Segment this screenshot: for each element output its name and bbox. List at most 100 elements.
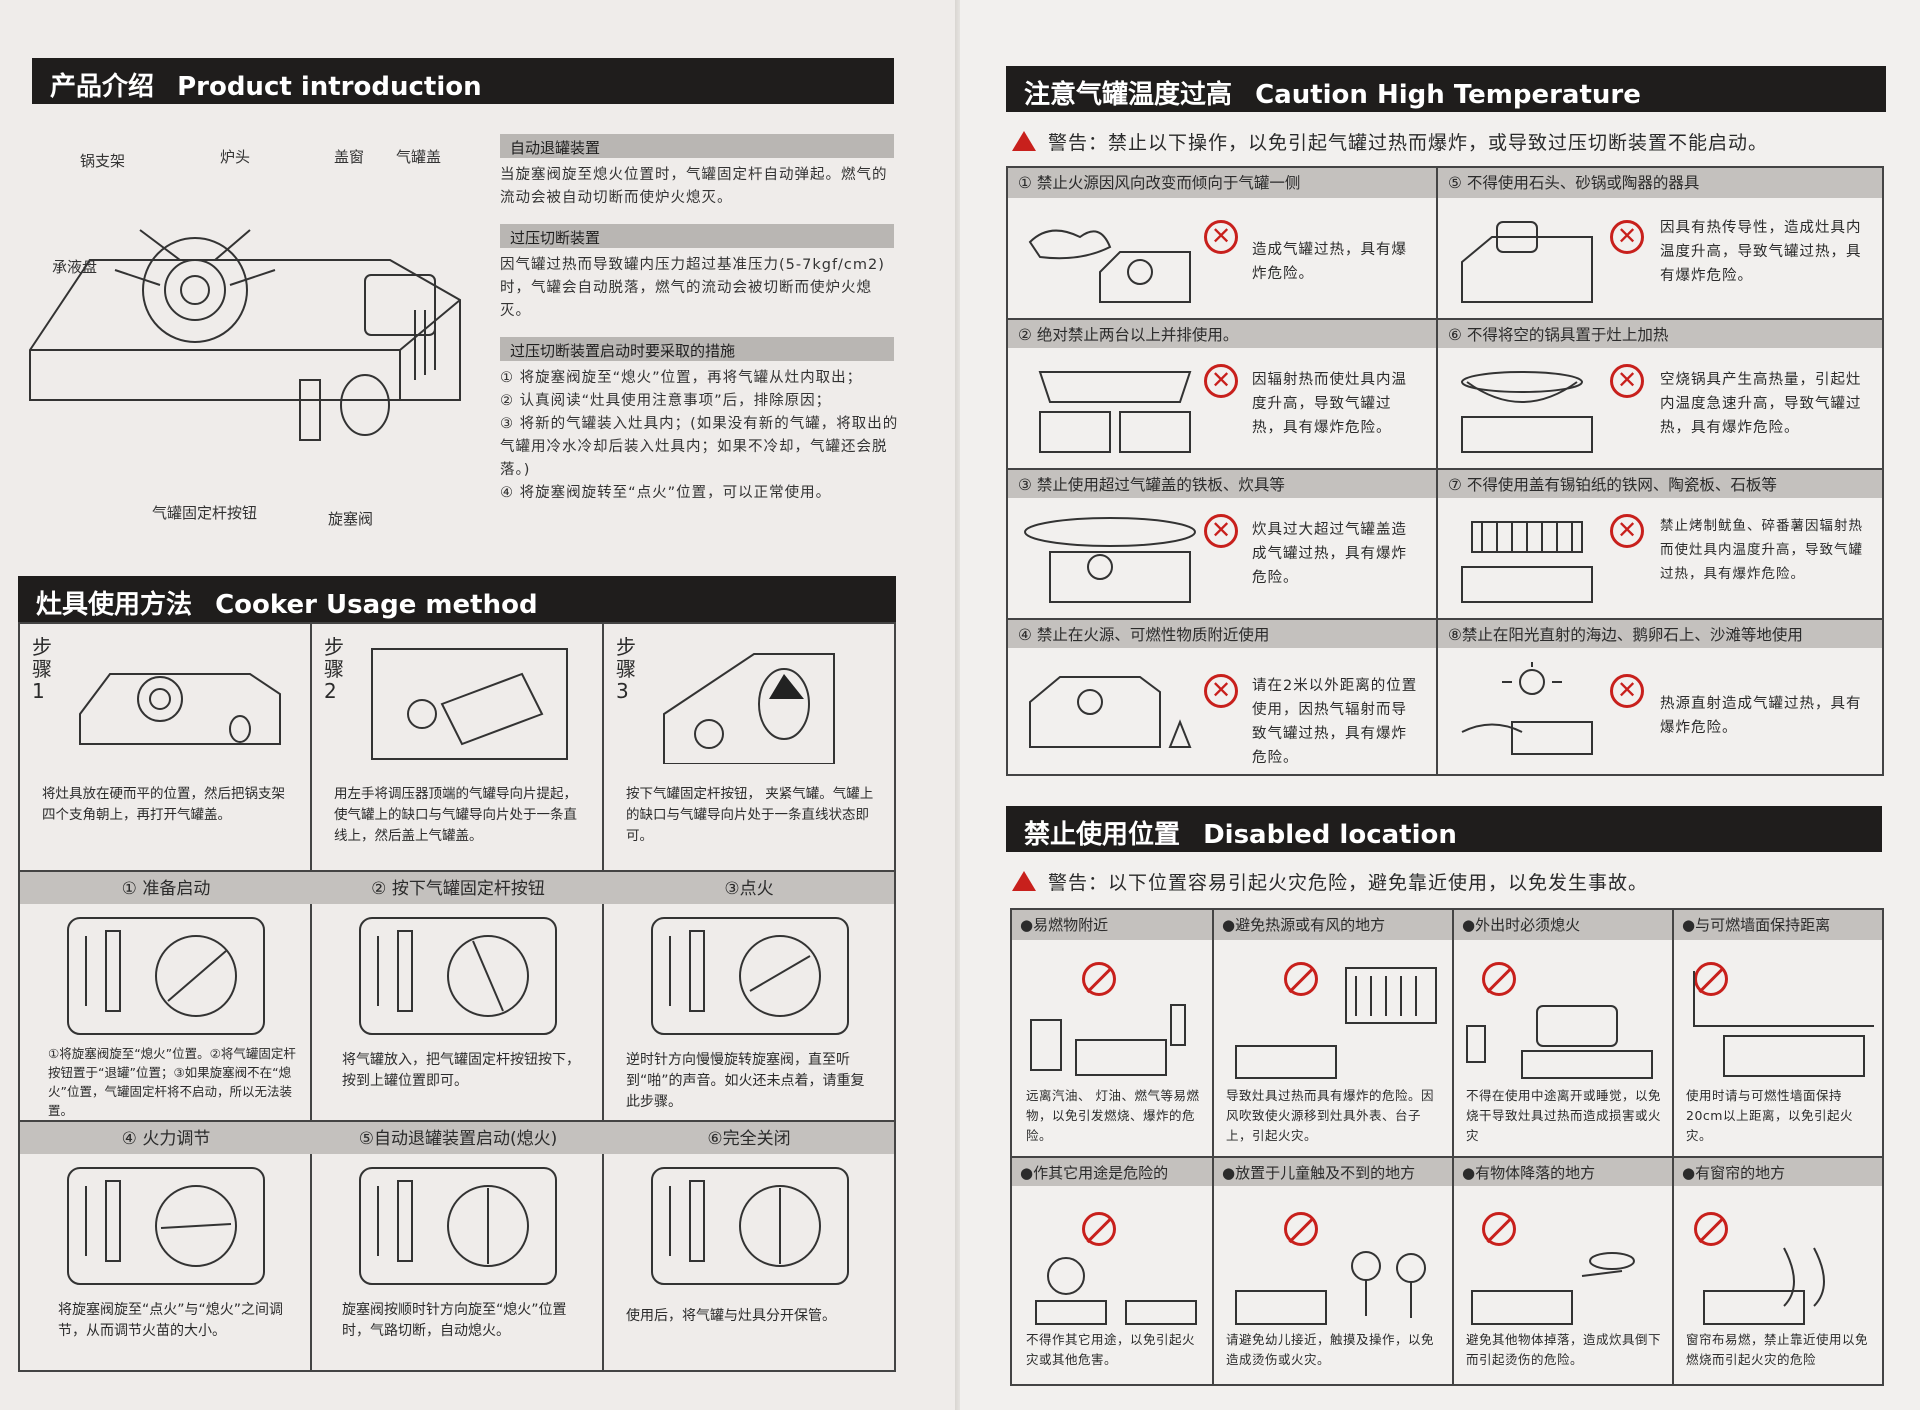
caution-item-1-head: ① 禁止火源因风向改变而倾向于气罐一侧: [1008, 168, 1436, 198]
caution-item-5-text: 因具有热传导性，造成灶具内温度升高，导致气罐过热，具有爆炸危险。: [1660, 220, 1862, 284]
prohibited-icon: [1482, 962, 1516, 996]
prohibited-x-icon: ✕: [1610, 220, 1644, 254]
prohibited-icon: [1482, 1212, 1516, 1246]
falling-objects-illustration: [1471, 1252, 1635, 1325]
caution-item-2-text: 因辐射热而使灶具内温度升高，导致气罐过热，具有爆炸危险。: [1252, 372, 1407, 436]
location-item-8-head: ●有窗帘的地方: [1674, 1156, 1882, 1186]
op-6-head: ⑥完全关闭: [604, 1120, 894, 1154]
label-canister-lever: 气罐固定杆按钮: [152, 504, 258, 522]
disabled-warning: 警告：以下位置容易引起火灾危险，避免靠近使用，以免发生事故。: [1012, 868, 1648, 895]
caution-item-2-head: ② 绝对禁止两台以上并排使用。: [1008, 318, 1436, 348]
usage-header: 灶具使用方法 Cooker Usage method: [18, 576, 896, 622]
curtain-illustration: [1703, 1247, 1825, 1325]
op-5: 旋塞阀按顺时针方向旋至“熄火”位置时，气路切断，自动熄火。: [312, 1154, 604, 1370]
measures-heading: 过压切断装置启动时要采取的措施: [500, 337, 894, 361]
caution-item-6-text: 空烧锅具产生高热量，引起灶内温度急速升高，导致气罐过热，具有爆炸危险。: [1660, 372, 1862, 436]
caution-header: 注意气罐温度过高 Caution High Temperature: [1006, 66, 1886, 112]
disabled-title-cn: 禁止使用位置: [1024, 820, 1181, 850]
label-burner: 炉头: [220, 148, 251, 166]
disabled-title-en: Disabled location: [1203, 820, 1457, 850]
stove-icon: [79, 673, 281, 745]
children-illustration: [1235, 1251, 1426, 1325]
caution-item-3-head: ③ 禁止使用超过气罐盖的铁板、炊具等: [1008, 468, 1436, 498]
prohibited-x-icon: ✕: [1610, 674, 1644, 708]
measure-item: ③ 将新的气罐装入灶具内；(如果没有新的气罐，将取出的气罐用冷水冷却后装入灶具内…: [500, 416, 899, 478]
prohibited-icon: [1284, 962, 1318, 996]
op-3-text: 逆时针方向慢慢旋转旋塞阀，直至听到“啪”的声音。如火还未点着，请重复此步骤。: [626, 1052, 865, 1110]
label-knob: 旋塞阀: [328, 510, 374, 528]
location-item-6-text: 请避免幼儿接近，触摸及操作，以免造成烫伤或火灾。: [1226, 1332, 1435, 1367]
step-3: 步骤3 按下气罐固定杆按钮， 夹紧气罐。气罐上的缺口与气罐导向片处于一条直线状态…: [604, 624, 896, 870]
op-4: 将旋塞阀旋至“点火”与“熄火”之间调节，从而调节火苗的大小。: [20, 1154, 312, 1370]
op-2-head: ② 按下气罐固定杆按钮: [312, 870, 604, 904]
caution-warning: 警告：禁止以下操作，以免引起气罐过热而爆炸，或导致过压切断装置不能启动。: [1012, 128, 1768, 155]
intro-notes: 自动退罐装置 当旋塞阀旋至熄火位置时，气罐固定杆自动弹起。燃气的流动会被自动切断…: [500, 134, 900, 505]
prohibited-x-icon: ✕: [1610, 514, 1644, 548]
dial-panel-icon: [651, 917, 849, 1035]
caution-item-7-head: ⑦ 不得使用盖有锡铂纸的铁网、陶瓷板、石板等: [1438, 468, 1882, 498]
empty-pot-illustration: [1461, 371, 1593, 453]
usage-title-en: Cooker Usage method: [215, 590, 538, 620]
dial-panel-icon: [359, 1167, 557, 1285]
prohibited-x-icon: ✕: [1204, 364, 1238, 398]
disabled-location-table: ●易燃物附近 ●避免热源或有风的地方 ●外出时必须熄火 ●与可燃墙面保持距离 远…: [1010, 908, 1884, 1386]
heat-source-illustration: [1235, 967, 1437, 1079]
dial-panel-icon: [359, 917, 557, 1035]
auto-eject-text: 当旋塞阀旋至熄火位置时，气罐固定杆自动弹起。燃气的流动会被自动切断而使炉火熄灭。: [500, 167, 888, 206]
caution-item-4-text: 请在2米以外距离的位置使用，因热气辐射而导致气罐过热，具有爆炸危险。: [1252, 678, 1418, 766]
caution-item-4-head: ④ 禁止在火源、可燃性物质附近使用: [1008, 618, 1436, 648]
dial-panel-icon: [67, 917, 265, 1035]
stove-near-fire-illustration: [1029, 676, 1192, 748]
prohibited-icon: [1694, 962, 1728, 996]
dial-panel-icon: [67, 1167, 265, 1285]
measure-item: ① 将旋塞阀旋至“熄火”位置，再将气罐从灶内取出；: [500, 370, 863, 386]
disabled-warning-text: 警告：以下位置容易引起火灾危险，避免靠近使用，以免发生事故。: [1048, 872, 1649, 894]
beach-sun-illustration: [1461, 662, 1593, 755]
op-4-head: ④ 火力调节: [20, 1120, 312, 1154]
overpressure-text: 因气罐过热而导致罐内压力超过基准压力(5-7kgf/cm2)时，气罐会自动脱落，…: [500, 257, 885, 319]
stove-diagram: [29, 229, 461, 441]
location-item-7-head: ●有物体降落的地方: [1454, 1156, 1672, 1186]
op-6-text: 使用后，将气罐与灶具分开保管。: [626, 1308, 836, 1324]
location-item-3-head: ●外出时必须熄火: [1454, 910, 1672, 940]
location-item-2-text: 导致灶具过热而具有爆炸的危险。因风吹致使火源移到灶具外表、台子上，引起火灾。: [1226, 1088, 1435, 1143]
prohibited-icon: [1082, 962, 1116, 996]
prohibited-x-icon: ✕: [1610, 364, 1644, 398]
warning-triangle-icon: [1012, 131, 1036, 151]
op-1: ①将旋塞阀旋至“熄火”位置。②将气罐固定杆按钮置于“退罐”位置；③如果旋塞阀不在…: [20, 904, 312, 1120]
caution-item-1-text: 造成气罐过热，具有爆炸危险。: [1252, 242, 1407, 282]
prohibited-x-icon: ✕: [1204, 220, 1238, 254]
label-drip-tray: 承液盘: [52, 258, 98, 276]
warning-triangle-icon: [1012, 871, 1036, 891]
location-item-8-text: 窗帘布易燃，禁止靠近使用以免燃烧而引起火灾的危险: [1686, 1332, 1869, 1367]
caution-item-5-head: ⑤ 不得使用石头、砂锅或陶器的器具: [1438, 168, 1882, 198]
step-2-tag: 步骤2: [324, 635, 344, 703]
measure-item: ④ 将旋塞阀旋转至“点火”位置，可以正常使用。: [500, 485, 832, 501]
caution-table: ① 禁止火源因风向改变而倾向于气罐一侧 ② 绝对禁止两台以上并排使用。 ③ 禁止…: [1006, 166, 1884, 776]
auto-eject-heading: 自动退罐装置: [500, 134, 894, 158]
step-1: 步骤1 将灶具放在硬而平的位置，然后把锅支架四个支角朝上，再打开气罐盖。: [20, 624, 312, 870]
left-page: 产品介绍 Product introduction 锅支架 炉头 盖窗 气罐盖 …: [18, 58, 900, 1372]
op-5-text: 旋塞阀按顺时针方向旋至“熄火”位置时，气路切断，自动熄火。: [342, 1302, 567, 1339]
stone-pot-illustration: [1461, 221, 1593, 303]
prohibited-icon: [1694, 1212, 1728, 1246]
op-5-head: ⑤自动退罐装置启动(熄火): [312, 1120, 604, 1154]
label-canister-cover: 气罐盖: [396, 148, 442, 166]
location-item-3-text: 不得在使用中途离开或睡觉，以免烧干导致灶具过热而造成损害或火灾: [1466, 1088, 1662, 1143]
step-1-tag: 步骤1: [32, 635, 52, 703]
op-3: 逆时针方向慢慢旋转旋塞阀，直至听到“啪”的声音。如火还未点着，请重复此步骤。: [604, 904, 894, 1120]
op-2: 将气罐放入，把气罐固定杆按钮按下，按到上罐位置即可。: [312, 904, 604, 1120]
step-3-tag: 步骤3: [616, 635, 636, 703]
caution-title-cn: 注意气罐温度过高: [1024, 80, 1233, 110]
caution-item-8-text: 热源直射造成气罐过热，具有爆炸危险。: [1660, 696, 1862, 736]
large-pan-illustration: [1024, 517, 1196, 603]
caution-warning-text: 警告：禁止以下操作，以免引起气罐过热而爆炸，或导致过压切断装置不能启动。: [1048, 132, 1769, 154]
location-item-2-head: ●避免热源或有风的地方: [1214, 910, 1452, 940]
location-item-7-text: 避免其他物体掉落，造成炊具倒下而引起烫伤的危险。: [1466, 1332, 1662, 1367]
op-1-head: ① 准备启动: [20, 870, 312, 904]
op-2-text: 将气罐放入，把气罐固定杆按钮按下，按到上罐位置即可。: [342, 1052, 580, 1089]
product-intro-title-cn: 产品介绍: [50, 72, 155, 102]
wall-distance-illustration: [1693, 971, 1874, 1077]
caution-title-en: Caution High Temperature: [1255, 80, 1641, 110]
location-item-1-head: ●易燃物附近: [1012, 910, 1212, 940]
